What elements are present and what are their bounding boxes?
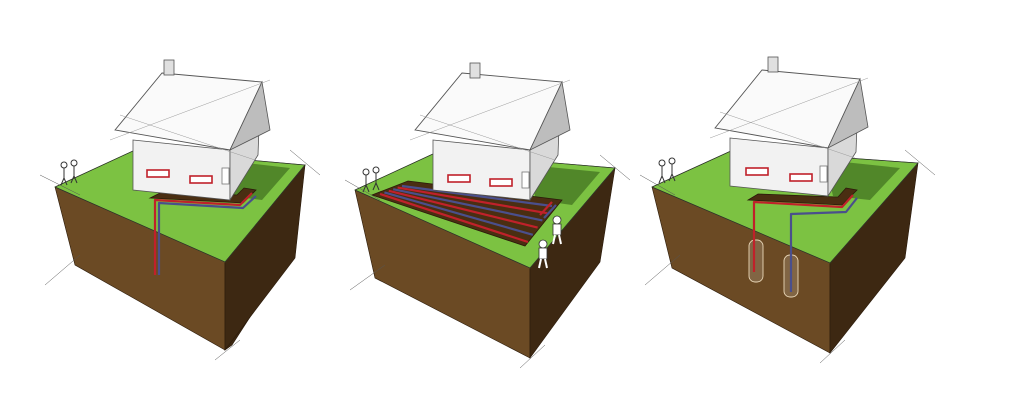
heat-pump-unit xyxy=(819,165,828,183)
pipe-loop-icon xyxy=(153,192,257,275)
house-icon xyxy=(709,56,869,198)
trench xyxy=(746,187,858,206)
person-icon xyxy=(538,239,548,269)
well-icon xyxy=(748,239,799,298)
radiator xyxy=(745,167,769,176)
person-icon xyxy=(70,159,78,184)
radiator xyxy=(447,174,471,183)
radiator xyxy=(189,175,213,184)
panel-ground-water-wells xyxy=(651,56,919,354)
radiator xyxy=(789,173,813,182)
person-icon xyxy=(552,215,562,245)
panel-horizontal-ground-loop xyxy=(354,62,616,359)
pipe-loop-icon xyxy=(379,184,553,244)
collector-pipe xyxy=(388,189,538,229)
person-icon xyxy=(668,157,676,182)
person-icon xyxy=(372,166,380,191)
panel-vertical-borehole xyxy=(54,59,306,351)
house-icon xyxy=(109,59,271,202)
heat-pump-unit xyxy=(221,167,230,185)
collector-pipe xyxy=(384,191,534,236)
collector-pipe xyxy=(401,184,553,208)
heat-pump-unit xyxy=(521,171,530,189)
radiator xyxy=(489,178,513,187)
house-icon xyxy=(409,62,571,202)
sketch-guide-lines xyxy=(39,149,936,369)
pipe-loop-icon xyxy=(752,194,858,292)
collector-pipe xyxy=(392,188,543,222)
collector-pipe xyxy=(379,192,529,244)
radiator xyxy=(146,169,170,178)
person-icon xyxy=(60,161,68,186)
collector-pipe xyxy=(397,186,548,215)
person-icon xyxy=(658,159,666,184)
